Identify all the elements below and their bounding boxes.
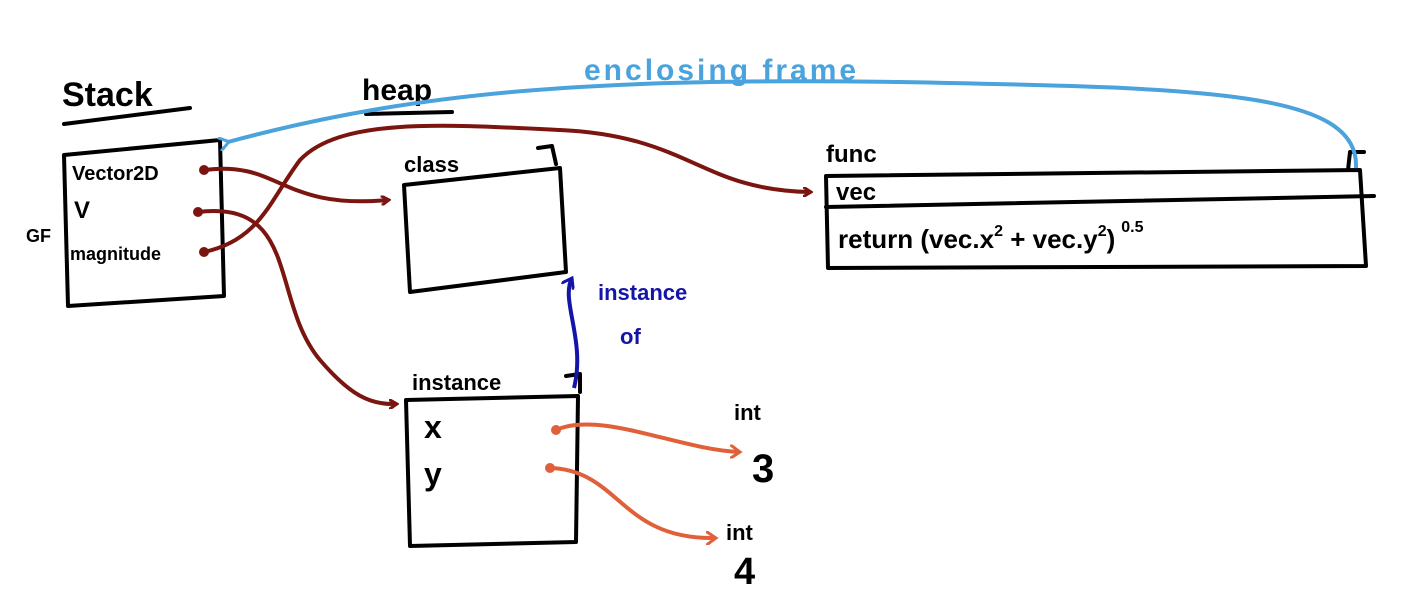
stack-title: Stack (62, 76, 153, 114)
func-box (824, 168, 1368, 270)
instance-box (404, 394, 580, 548)
func-body-part2: + vec.y (1003, 224, 1098, 254)
field-x-arrow (555, 422, 740, 452)
instance-field-y: y (424, 456, 442, 492)
func-body-close: ) (1107, 224, 1116, 254)
func-divider (824, 194, 1376, 209)
instance-corner (564, 372, 582, 394)
class-label: class (404, 152, 459, 177)
instance-of-arrow (569, 278, 580, 389)
stack-var-magnitude: magnitude (70, 244, 161, 264)
enclosing-frame-arrow (228, 79, 1359, 169)
func-label: func (826, 141, 877, 168)
instance-of-label-2: of (620, 324, 641, 349)
instance-of-label-1: instance (598, 280, 687, 305)
int-type-label-2: int (726, 520, 754, 545)
v-to-instance-arrow (197, 209, 396, 404)
heap-title-underline (364, 110, 454, 116)
func-body: return (vec.x2 + vec.y2)0.5 (838, 219, 1144, 254)
stack-var-vector2d: Vector2D (72, 163, 159, 185)
frame-label-gf: GF (26, 226, 51, 246)
stack-frame-box (62, 138, 226, 308)
stack-var-v: V (74, 197, 90, 224)
field-y-arrow (549, 466, 716, 538)
func-param-vec: vec (836, 179, 876, 206)
magnitude-to-func-arrow (203, 123, 810, 254)
func-body-part1: return (vec.x (838, 224, 995, 254)
enclosing-frame-label: enclosing frame (584, 54, 859, 87)
func-corner (1346, 150, 1366, 172)
vector2d-to-class-arrow (203, 166, 388, 202)
class-corner (536, 144, 558, 166)
class-box (402, 166, 568, 294)
stack-title-underline (62, 106, 192, 126)
func-body-power: 0.5 (1121, 219, 1143, 236)
func-body-exp1: 2 (994, 223, 1003, 240)
func-body-exp2: 2 (1098, 223, 1107, 240)
int-value-4: 4 (734, 551, 755, 593)
instance-label: instance (412, 370, 501, 395)
int-type-label-1: int (734, 400, 762, 425)
int-value-3: 3 (752, 447, 774, 491)
instance-field-x: x (424, 409, 442, 445)
